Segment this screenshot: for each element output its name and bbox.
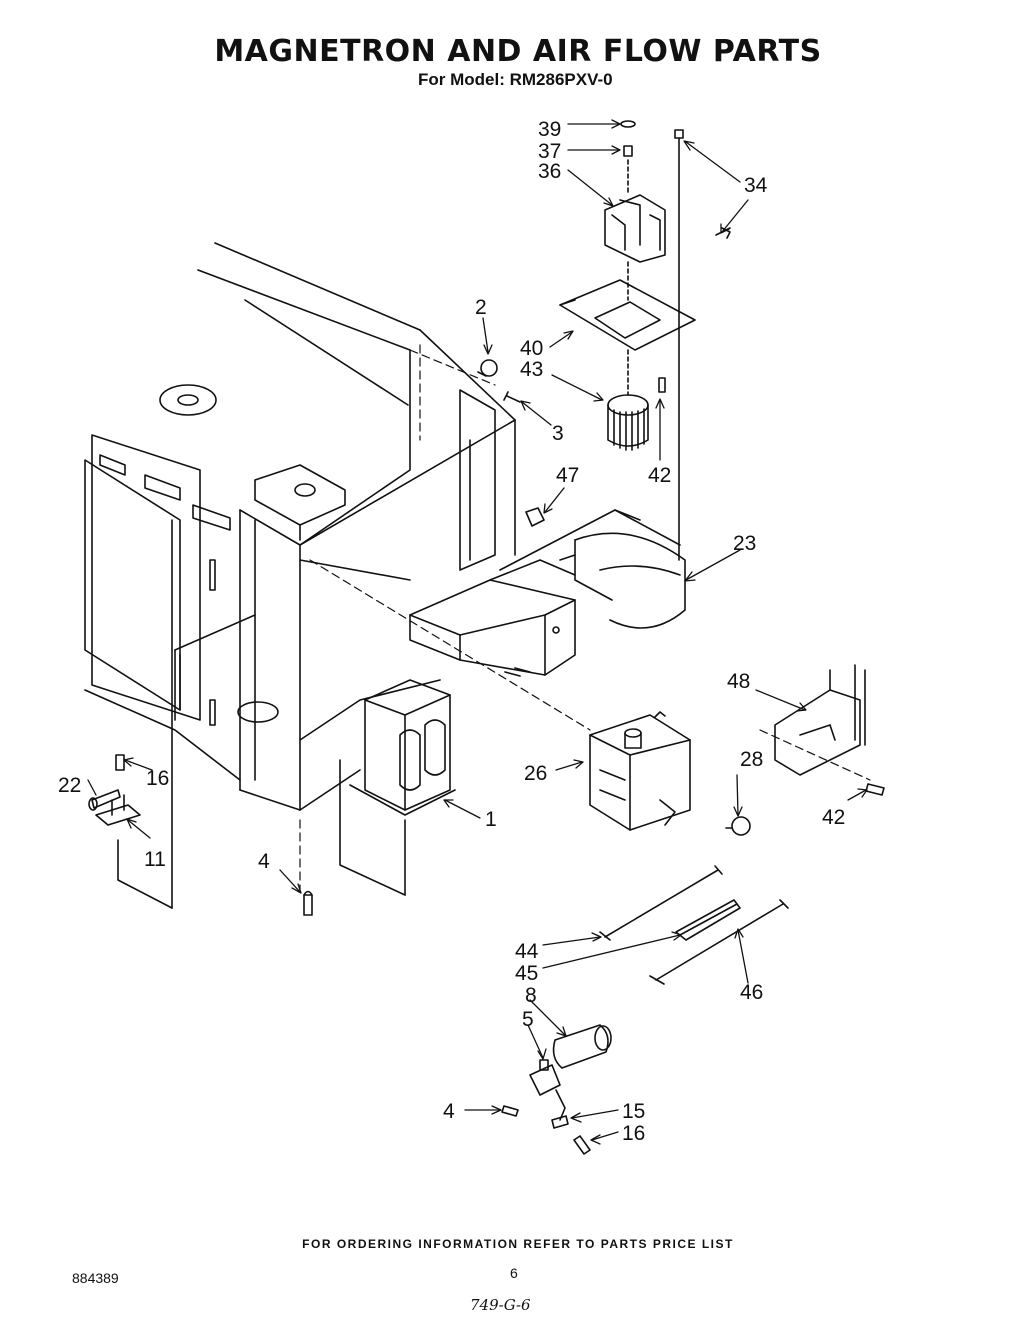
- callout-47: 47: [556, 464, 579, 487]
- callout-15: 15: [622, 1100, 645, 1123]
- screw-4: [303, 890, 313, 916]
- callout-labels: 39 37 36 34 2 40 43 3 42 47 23 48 26 28 …: [58, 118, 845, 1145]
- model-line: For Model: RM286PXV-0: [418, 70, 613, 89]
- callout-23: 23: [733, 532, 756, 555]
- callout-36: 36: [538, 160, 561, 183]
- callout-5: 5: [522, 1008, 534, 1031]
- callout-4-lower: 4: [443, 1100, 455, 1123]
- callout-26: 26: [524, 762, 547, 785]
- callout-46: 46: [740, 981, 763, 1004]
- callout-42-right: 42: [822, 806, 845, 829]
- handwritten-note: 749-G-6: [470, 1296, 531, 1314]
- air-guide: [409, 559, 576, 677]
- screw-42: [865, 783, 885, 796]
- thermal-cutout-2: [477, 359, 521, 403]
- wire-leads: [599, 865, 789, 985]
- callout-3: 3: [552, 422, 564, 445]
- callout-16-lower: 16: [622, 1122, 645, 1145]
- assembly-guide-lines: [299, 344, 871, 891]
- callout-16-left: 16: [146, 767, 169, 790]
- callout-2: 2: [475, 296, 487, 319]
- callout-22: 22: [58, 774, 81, 797]
- clip-47: [525, 507, 545, 527]
- callout-34: 34: [744, 174, 768, 197]
- thermal-cutout-28: [725, 816, 751, 836]
- fuse-holder-assembly: [88, 519, 181, 909]
- callout-43: 43: [520, 358, 543, 381]
- callout-40: 40: [520, 337, 543, 360]
- capacitor-assembly: [501, 1024, 612, 1155]
- screw-34: [674, 129, 731, 561]
- callout-42-top: 42: [648, 464, 671, 487]
- transformer-1: [339, 679, 456, 896]
- document-number: 884389: [72, 1270, 119, 1286]
- oven-cabinet: [84, 242, 516, 811]
- callout-11: 11: [144, 848, 166, 871]
- callout-1: 1: [485, 808, 497, 831]
- callout-4-bottom: 4: [258, 850, 270, 873]
- callout-44: 44: [515, 940, 539, 963]
- fan-blade-43: [607, 349, 666, 451]
- magnetron-26: [589, 711, 691, 831]
- leader-lines: [87, 119, 868, 1145]
- callout-28: 28: [740, 748, 763, 771]
- page-number: 6: [510, 1265, 518, 1281]
- fan-motor: [604, 120, 666, 301]
- callout-48: 48: [727, 670, 750, 693]
- callout-45: 45: [515, 962, 538, 985]
- callout-8: 8: [525, 984, 537, 1007]
- page-title: MAGNETRON AND AIR FLOW PARTS: [214, 34, 822, 69]
- air-duct-23: [499, 509, 686, 629]
- ordering-note: FOR ORDERING INFORMATION REFER TO PARTS …: [302, 1237, 734, 1251]
- bracket-plate-40: [559, 279, 696, 351]
- bracket-48: [774, 664, 866, 776]
- callout-37: 37: [538, 140, 561, 163]
- callout-39: 39: [538, 118, 561, 141]
